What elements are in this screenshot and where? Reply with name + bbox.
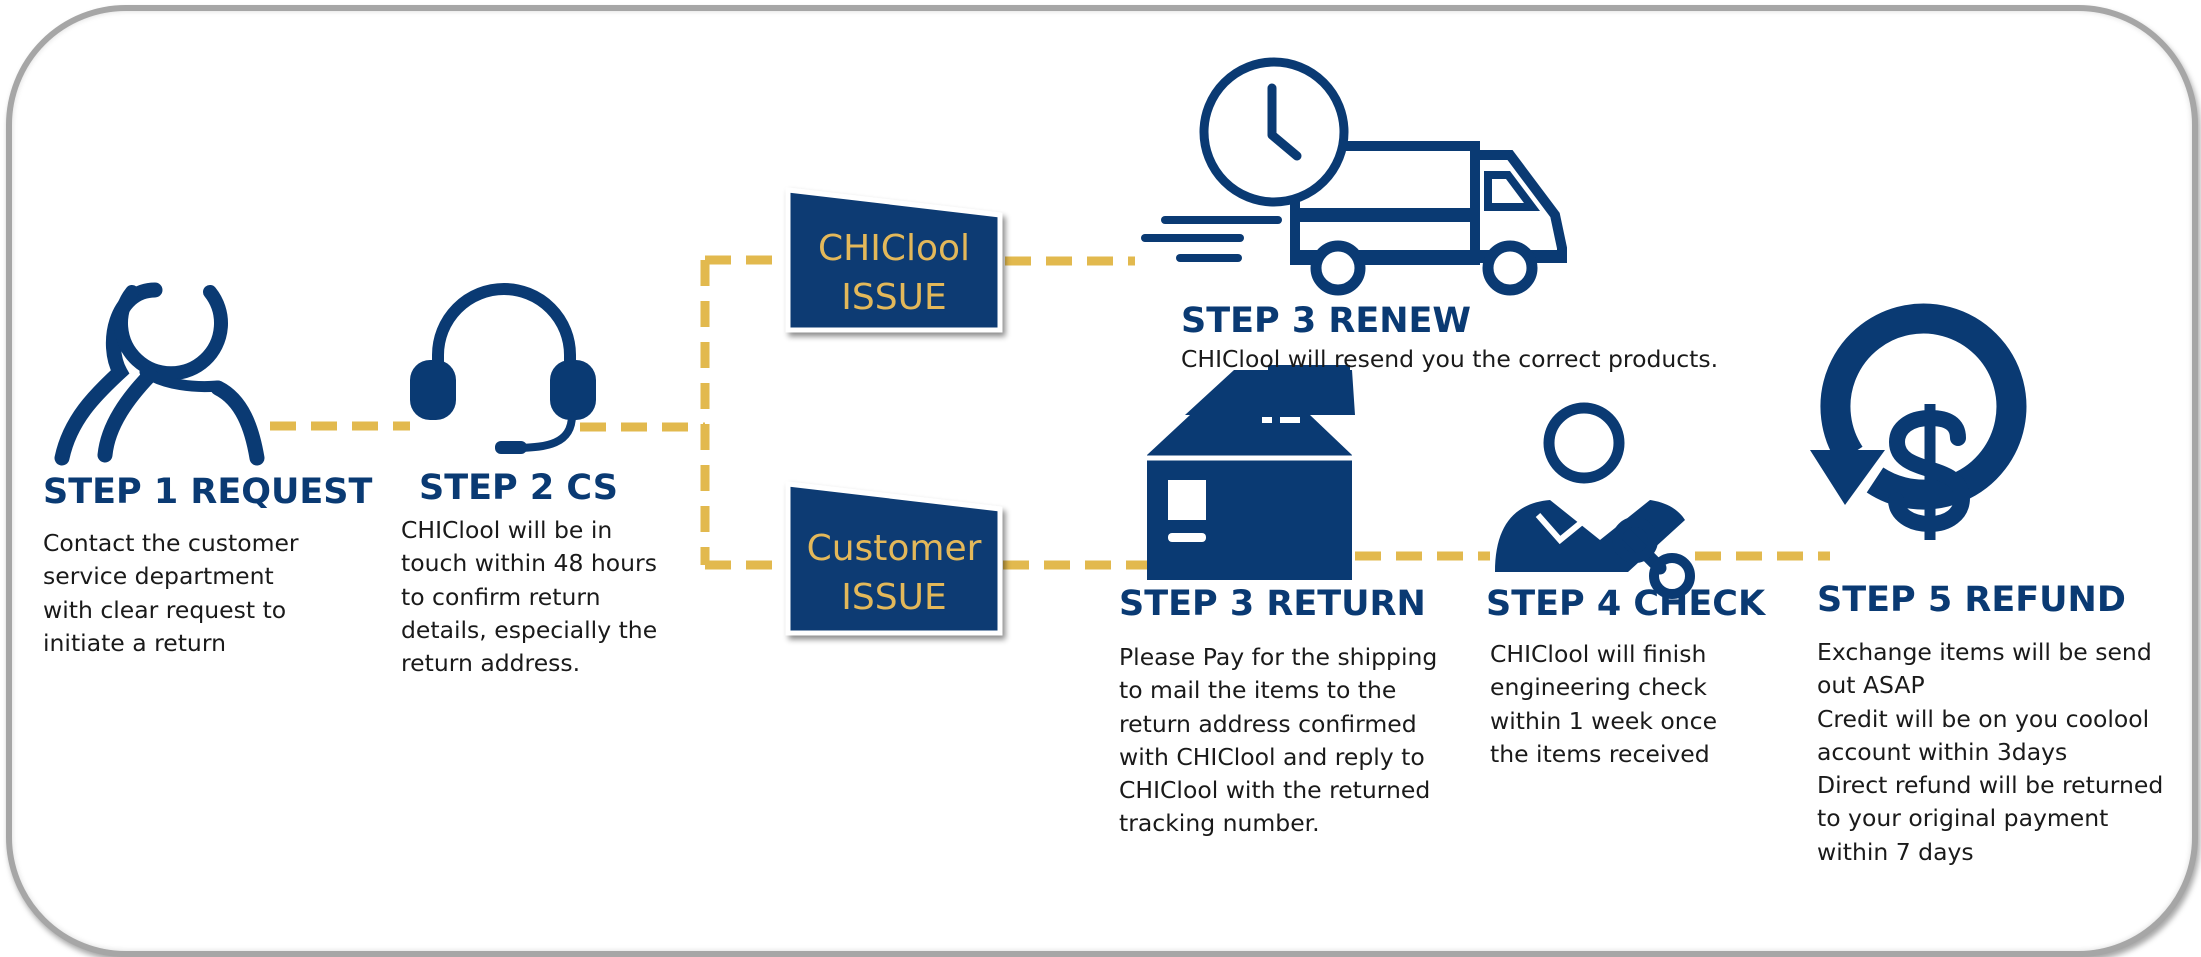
step3-renew-title: STEP 3 RENEW [1181, 301, 1472, 341]
step5-title: STEP 5 REFUND [1817, 580, 2126, 620]
customer-people-icon [54, 282, 265, 466]
step4-description: CHIClool will finish engineering check w… [1490, 640, 1718, 768]
package-box-icon [1147, 365, 1355, 580]
step2-title: STEP 2 CS [419, 468, 618, 508]
dollar-refund-icon [1810, 303, 2027, 540]
step4-title: STEP 4 CHECK [1486, 584, 1766, 624]
step5-description: Exchange items will be send out ASAP Cre… [1817, 638, 2164, 866]
connector-lines [270, 255, 1830, 570]
headset-icon [410, 283, 596, 454]
delivery-truck-clock-icon [1141, 57, 1567, 296]
step2-description: CHIClool will be in touch within 48 hour… [401, 516, 658, 678]
step3-renew-description: CHIClool will resend you the correct pro… [1181, 345, 1719, 373]
step1-description: Contact the customer service department … [43, 529, 299, 657]
engineer-wrench-icon [1495, 402, 1695, 599]
branch-label-customer-issue: Customer ISSUE [806, 528, 982, 618]
branch-label-chiclool-issue: CHIClool ISSUE [817, 228, 970, 318]
tag-chiclool-issue [785, 187, 1003, 333]
step3-return-title: STEP 3 RETURN [1119, 584, 1426, 624]
step1-title: STEP 1 REQUEST [43, 472, 373, 512]
step3-return-description: Please Pay for the shipping to mail the … [1119, 643, 1438, 838]
tag-customer-issue [785, 481, 1003, 636]
